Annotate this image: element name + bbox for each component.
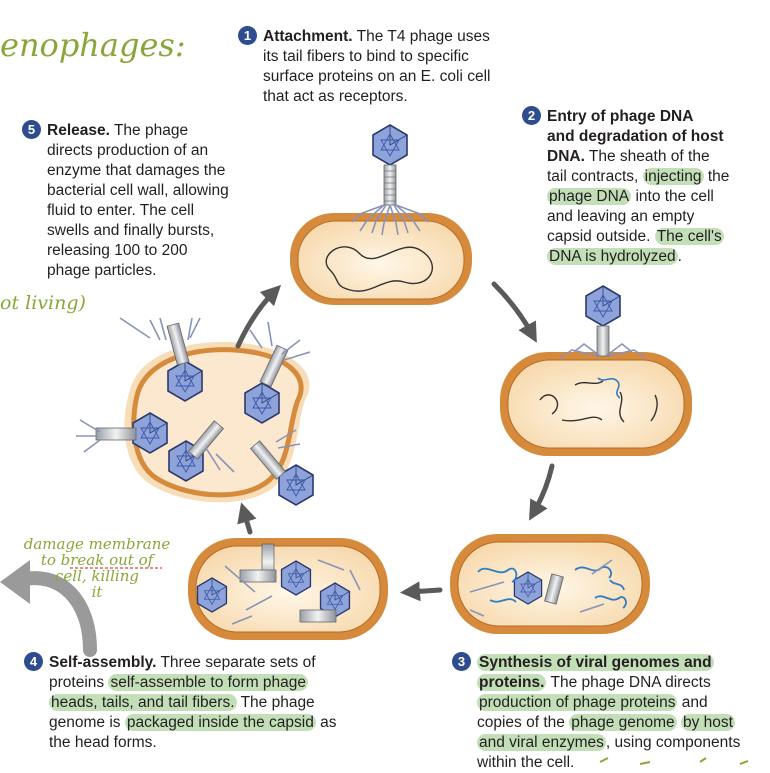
- step-3-highlight: by host: [680, 714, 735, 731]
- step-3-highlight: and viral enzymes: [477, 734, 606, 751]
- step-1-badge: 1: [238, 26, 257, 45]
- step-5-line: bacterial cell wall, allowing: [47, 182, 229, 199]
- step-entry: 2 Entry of phage DNA and degradation of h…: [522, 106, 768, 267]
- step-1-line: The T4 phage uses: [356, 28, 490, 45]
- cell-synthesis: [450, 534, 650, 634]
- step-3-highlight: phage genome: [569, 714, 677, 731]
- step-4-highlight: packaged inside the capsid: [124, 714, 316, 731]
- handwritten-arrow-head: [0, 560, 30, 604]
- step-5-title: Release.: [47, 122, 110, 139]
- step-5-line: fluid to enter. The cell: [47, 202, 195, 219]
- step-3-highlight: production of phage proteins: [477, 694, 678, 711]
- step-5-line: swells and finally bursts,: [47, 222, 215, 239]
- step-4-text: genome is: [49, 714, 121, 731]
- cell-entry: [500, 285, 692, 456]
- step-self-assembly: 4 Self-assembly. Three separate sets of p…: [24, 652, 384, 753]
- step-3-text: The phage DNA directs: [550, 674, 711, 691]
- step-2-text: into the cell: [635, 188, 714, 205]
- step-3-text: and: [681, 694, 708, 711]
- step-release: 5 Release. The phage directs production o…: [22, 120, 272, 281]
- step-2-highlight: The cell's: [654, 228, 724, 245]
- step-1-line: its tail fibers to bind to specific: [263, 48, 469, 65]
- cycle-arrows: [235, 281, 555, 602]
- step-2-title-line: and degradation of host: [547, 128, 724, 145]
- step-2-text: tail contracts,: [547, 168, 639, 185]
- step-2-text: the: [707, 168, 730, 185]
- step-2-title-line: Entry of phage DNA: [547, 108, 694, 125]
- step-5-badge: 5: [22, 120, 41, 139]
- cell-release: [76, 317, 314, 506]
- step-3-text: , using components: [605, 734, 741, 751]
- handwritten-title-fragment: enophages:: [0, 26, 186, 64]
- step-3-title-line: Synthesis of viral genomes and: [477, 654, 714, 671]
- damage-note-line: cell, killing: [55, 567, 139, 585]
- step-4-text: Three separate sets of: [160, 654, 316, 671]
- step-2-title-line: DNA.: [547, 148, 585, 165]
- cell-attachment: [290, 124, 472, 305]
- step-4-text: proteins: [49, 674, 105, 691]
- damage-note-line: it: [91, 583, 103, 601]
- arrow-2-to-3: [529, 463, 555, 521]
- step-4-text: the head forms.: [49, 734, 157, 751]
- step-4-text: The phage: [240, 694, 315, 711]
- handwritten-arrow: [13, 571, 97, 657]
- step-4-text: as: [320, 714, 337, 731]
- step-1-title: Attachment.: [263, 28, 353, 45]
- cell-self-assembly: [188, 538, 388, 640]
- step-4-title: Self-assembly.: [49, 654, 157, 671]
- step-5-line: releasing 100 to 200: [47, 242, 188, 259]
- step-synthesis: 3 Synthesis of viral genomes and proteins…: [452, 652, 768, 773]
- bottom-marks: [599, 757, 749, 765]
- handwritten-side-note: ot living): [0, 292, 86, 314]
- step-4-badge: 4: [24, 652, 43, 671]
- step-2-highlight: phage DNA: [547, 188, 632, 205]
- step-2-text: The sheath of the: [588, 148, 710, 165]
- step-3-text: within the cell.: [477, 754, 575, 771]
- step-5-line: enzyme that damages the: [47, 162, 226, 179]
- arrow-3-to-4: [400, 581, 443, 602]
- step-attachment: 1 Attachment. The T4 phage uses its tail …: [238, 26, 528, 107]
- step-3-text: copies of the: [477, 714, 565, 731]
- step-1-line: that act as receptors.: [263, 88, 408, 105]
- step-4-highlight: heads, tails, and tail fibers.: [49, 694, 237, 711]
- step-2-text: and leaving an empty: [547, 208, 695, 225]
- damage-note-line: damage membrane: [23, 535, 171, 553]
- step-5-line: directs production of an: [47, 142, 209, 159]
- step-2-highlight: injecting: [642, 168, 704, 185]
- step-4-highlight: self-assemble to form phage: [108, 674, 309, 691]
- step-2-badge: 2: [522, 106, 541, 125]
- damage-note-line: to break out of: [40, 551, 154, 569]
- step-3-badge: 3: [452, 652, 471, 671]
- step-2-text: .: [677, 248, 682, 265]
- step-1-line: surface proteins on an E. coli cell: [263, 68, 491, 85]
- arrow-4-to-5: [237, 502, 257, 535]
- arrow-1-to-2: [491, 281, 537, 343]
- arrow-5-to-1: [235, 284, 282, 349]
- step-5-line: phage particles.: [47, 262, 157, 279]
- step-2-highlight: DNA is hydrolyzed: [547, 248, 678, 265]
- handwritten-damage-note: damage membrane to break out of cell, ki…: [22, 536, 172, 600]
- step-3-title-line: proteins.: [477, 674, 547, 691]
- step-5-line: The phage: [113, 122, 189, 139]
- step-2-text: capsid outside.: [547, 228, 651, 245]
